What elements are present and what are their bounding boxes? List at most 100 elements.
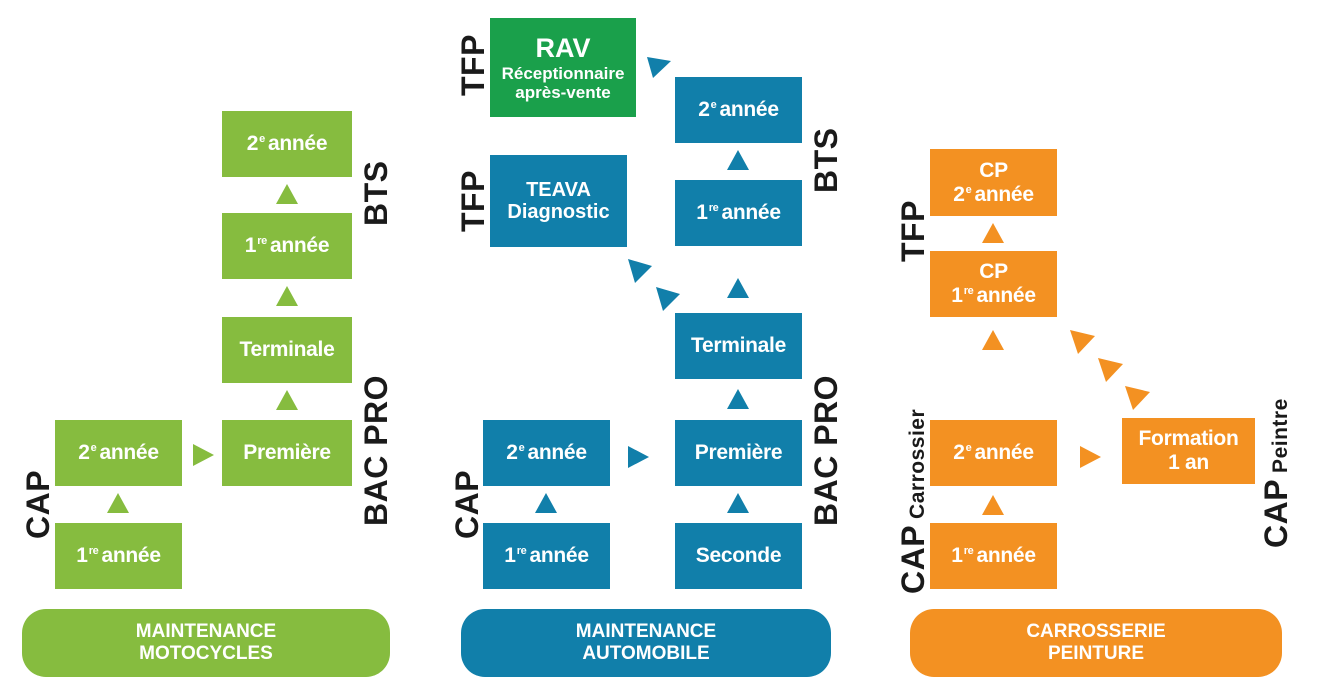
carro-formation-1-an: Formation 1 an [1122, 418, 1255, 484]
year-label: année [976, 544, 1037, 568]
ordinal-suffix: re [708, 202, 719, 215]
year-number: 1 [76, 544, 88, 568]
year-number: 1 [696, 201, 708, 225]
year-number: 2 [78, 441, 90, 465]
category-line-1: CARROSSERIE [1026, 621, 1166, 643]
arrow-up-left-icon [647, 57, 671, 78]
arrow-up-icon [276, 390, 298, 410]
year-label: année [974, 441, 1035, 465]
year-label: année [101, 544, 162, 568]
category-line-2: AUTOMOBILE [582, 643, 710, 664]
box-label: Première [694, 441, 783, 465]
ordinal-suffix: e [965, 183, 972, 196]
teava-line-2: Diagnostic [507, 201, 610, 223]
category-maintenance-motocycles: MAINTENANCE MOTOCYCLES [22, 609, 390, 677]
category-maintenance-automobile: MAINTENANCE AUTOMOBILE [461, 609, 831, 677]
arrow-up-left-icon [656, 287, 680, 311]
arrow-up-left-icon [1125, 386, 1150, 410]
year-label: année [721, 201, 782, 225]
moto-bacpro-premiere: Première [222, 420, 352, 486]
formation-line-1: Formation [1138, 427, 1239, 451]
auto-bacpro-seconde: Seconde [675, 523, 802, 589]
arrow-up-icon [727, 389, 749, 409]
box-label: Première [243, 441, 331, 465]
teava-line-1: TEAVA [526, 178, 591, 201]
ordinal-suffix: e [518, 442, 525, 455]
rav-title: RAV [535, 33, 591, 64]
year-number: 2 [506, 441, 518, 465]
category-line-1: MAINTENANCE [575, 621, 717, 643]
year-number: 1 [951, 284, 963, 307]
year-number: 1 [951, 544, 963, 568]
ordinal-suffix: re [963, 545, 974, 558]
rav-line-2: après-vente [515, 82, 611, 102]
arrow-up-icon [107, 493, 129, 513]
arrow-up-left-icon [1098, 358, 1123, 382]
year-label: année [974, 182, 1035, 206]
ordinal-suffix: re [88, 545, 99, 558]
moto-bacpro-terminale: Terminale [222, 317, 352, 383]
arrow-up-icon [727, 493, 749, 513]
category-line-2: PEINTURE [1047, 643, 1145, 664]
year-label: année [976, 284, 1037, 307]
arrow-up-icon [982, 223, 1004, 243]
cp-title: CP [979, 260, 1008, 284]
ordinal-suffix: e [90, 442, 97, 455]
arrow-up-icon [276, 184, 298, 204]
ordinal-suffix: re [257, 235, 267, 248]
arrow-up-icon [535, 493, 557, 513]
year-number: 2 [953, 441, 965, 465]
ordinal-suffix: e [710, 99, 717, 112]
year-number: 2 [246, 132, 259, 156]
arrow-right-icon [1080, 446, 1101, 468]
arrow-up-left-icon [1070, 330, 1095, 354]
year-number: 2 [953, 182, 965, 206]
arrow-up-icon [982, 330, 1004, 350]
arrow-up-icon [276, 286, 298, 306]
year-number: 2 [698, 98, 710, 122]
year-number: 1 [504, 544, 516, 568]
year-label: année [527, 441, 588, 465]
year-label: année [268, 132, 328, 156]
arrow-up-icon [982, 495, 1004, 515]
arrow-right-icon [193, 444, 214, 466]
category-carrosserie-peinture: CARROSSERIE PEINTURE [910, 609, 1282, 677]
arrow-up-left-icon [628, 259, 652, 283]
box-label: Terminale [691, 334, 786, 358]
year-label: année [270, 234, 330, 258]
year-label: année [99, 441, 160, 465]
cp-title: CP [979, 158, 1008, 182]
ordinal-suffix: re [963, 285, 974, 297]
year-label: année [719, 98, 780, 122]
ordinal-suffix: e [965, 442, 972, 455]
box-label: Seconde [695, 544, 782, 568]
auto-rav-box: RAV Réceptionnaire après-vente [490, 18, 636, 117]
year-number: 1 [244, 234, 257, 258]
auto-teava-box: TEAVA Diagnostic [490, 155, 627, 247]
box-label: Terminale [239, 338, 335, 362]
category-line-2: MOTOCYCLES [139, 643, 273, 664]
arrow-up-icon [727, 150, 749, 170]
ordinal-suffix: re [516, 545, 527, 558]
auto-bacpro-premiere: Première [675, 420, 802, 486]
auto-bacpro-terminale: Terminale [675, 313, 802, 379]
arrow-right-icon [628, 446, 649, 468]
rav-line-1: Réceptionnaire [501, 63, 625, 83]
year-label: année [529, 544, 590, 568]
category-line-1: MAINTENANCE [135, 621, 277, 643]
arrow-up-icon [727, 278, 749, 298]
ordinal-suffix: e [259, 133, 265, 146]
